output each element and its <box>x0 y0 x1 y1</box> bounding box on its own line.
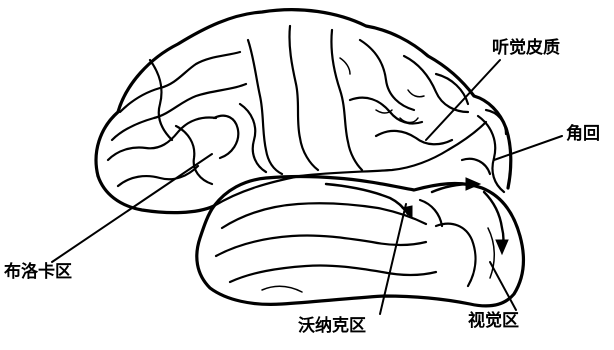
central-sulcus <box>289 26 318 170</box>
postcentral-sulcus <box>331 30 362 170</box>
temporal-gyrus-4 <box>436 224 475 286</box>
frontal-gyrus-5 <box>118 166 198 186</box>
angular-gyrus-label: 角回 <box>566 124 600 144</box>
frontal-lower-edge <box>98 176 214 213</box>
parietal-gyrus-4 <box>376 131 452 144</box>
temporal-gyrus-7 <box>488 228 494 278</box>
pathway-arrow-1 <box>326 184 408 214</box>
detail-mark-4 <box>340 58 350 74</box>
auditory-cortex-label: 听觉皮质 <box>492 38 560 58</box>
leader-angular-gyrus <box>494 136 562 160</box>
wernicke-area-label: 沃纳克区 <box>298 316 366 336</box>
frontal-gyrus-7 <box>214 116 238 158</box>
parietal-gyrus-2 <box>350 98 422 124</box>
temporal-gyrus-1 <box>222 203 426 228</box>
frontal-gyrus-3 <box>150 60 172 140</box>
occipital-fold <box>462 159 490 174</box>
temporal-gyrus-3 <box>230 265 436 282</box>
pathway-arrowhead-3 <box>496 240 508 254</box>
leader-broca-area <box>52 154 212 262</box>
temporal-gyrus-6 <box>262 286 302 292</box>
detail-mark-3 <box>408 90 424 97</box>
broca-area-label: 布洛卡区 <box>4 262 72 282</box>
visual-area-label: 视觉区 <box>468 311 519 331</box>
cerebrum-outline <box>96 10 511 188</box>
occipital-gyrus <box>486 110 506 134</box>
parietal-gyrus-1 <box>360 40 414 110</box>
frontal-gyrus-1 <box>120 52 240 112</box>
